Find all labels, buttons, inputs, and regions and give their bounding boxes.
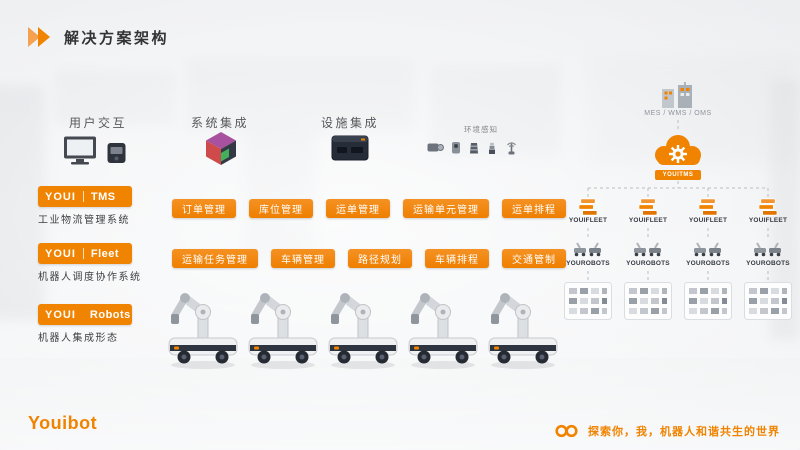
badge-youi-robots: YOUI Robots (38, 304, 132, 325)
feature-pill: 运输单元管理 (403, 199, 489, 218)
robot-parts-tray (564, 282, 612, 320)
subtitle-robots: 机器人集成形态 (38, 333, 119, 344)
title-double-chevron-icon (28, 27, 50, 47)
user-interaction-icons (62, 136, 126, 165)
youitms-label: YOUITMS (655, 170, 701, 180)
badge-divider (82, 248, 84, 259)
architecture-diagram: MES / WMS / OMS YOUITMS YOUIFLEET YOUROB… (562, 82, 794, 326)
column-header-environment-sensing: 环境感知 (464, 125, 498, 134)
mini-robots-icon (753, 240, 783, 258)
feature-pill: 库位管理 (249, 199, 313, 218)
badge-youi-tms: YOUI TMS (38, 186, 132, 207)
youifleet-label: YOUIFLEET (568, 217, 608, 224)
column-header-system-integration: 系统集成 (190, 116, 249, 130)
badge-youi-fleet: YOUI Fleet (38, 243, 132, 264)
robot-parts-tray (744, 282, 792, 320)
badge-brand: YOUI (45, 247, 76, 260)
mini-robots-icon (693, 240, 723, 258)
robot-image (405, 282, 481, 370)
footer-tagline-group: 探索你，我，机器人和谐共生的世界 (554, 423, 780, 439)
antenna-icon (507, 142, 516, 155)
fleet-stack-icon (577, 198, 599, 216)
environment-sensor-icons (427, 139, 519, 155)
youifleet-label: YOUIFLEET (628, 217, 668, 224)
camera-icon (427, 143, 444, 152)
fleet-stack-icon (757, 198, 779, 216)
facility-integration-dock-icon (331, 135, 369, 161)
subtitle-fleet: 机器人调度协作系统 (38, 272, 142, 283)
mini-robots-icon (633, 240, 663, 258)
feature-pill: 交通管制 (502, 249, 566, 268)
subtitle-tms: 工业物流管理系统 (38, 215, 130, 226)
page-title: 解决方案架构 (64, 30, 170, 47)
infinity-icon (555, 424, 578, 438)
feature-pill: 车辆管理 (271, 249, 335, 268)
robot-parts-tray (684, 282, 732, 320)
footer-tagline: 探索你，我，机器人和谐共生的世界 (588, 426, 780, 438)
monitor-icon (64, 136, 96, 165)
feature-pill: 运输任务管理 (172, 249, 258, 268)
mes-wms-oms-label: MES / WMS / OMS (644, 110, 712, 117)
badge-product: Fleet (90, 247, 120, 260)
feature-pill: 订单管理 (172, 199, 236, 218)
factory-icon (662, 82, 692, 108)
robot-image (245, 282, 321, 370)
feature-pill: 运单排程 (502, 199, 566, 218)
robot-parts-tray (624, 282, 672, 320)
feature-pill: 运单管理 (326, 199, 390, 218)
system-integration-cube-icon (206, 132, 236, 165)
lidar-icon (470, 143, 478, 154)
beacon-icon (489, 142, 495, 154)
fleet-stack-icon (697, 198, 719, 216)
column-header-facility-integration: 设施集成 (320, 116, 379, 130)
robot-image-row (165, 280, 561, 370)
column-header-user-interaction: 用户交互 (68, 116, 127, 130)
youifleet-label: YOUIFLEET (688, 217, 728, 224)
badge-product: TMS (90, 190, 116, 203)
youibot-logo: Youibot (28, 413, 98, 433)
handheld-scanner-icon (107, 143, 126, 163)
robot-image (325, 282, 401, 370)
tms-feature-row: 订单管理 库位管理 运单管理 运输单元管理 运单排程 (172, 199, 566, 218)
yourobots-label: YOUROBOTS (626, 260, 670, 267)
feature-pill: 路径规划 (348, 249, 412, 268)
robot-image (485, 282, 561, 370)
yourobots-label: YOUROBOTS (566, 260, 610, 267)
connector-lines (587, 120, 769, 280)
fleet-feature-row: 运输任务管理 车辆管理 路径规划 车辆排程 交通管制 (172, 249, 566, 268)
youifleet-label: YOUIFLEET (748, 217, 788, 224)
badge-brand: YOUI (45, 190, 76, 203)
fleet-stack-icon (637, 198, 659, 216)
robot-image (165, 282, 241, 370)
mini-robots-icon (573, 240, 603, 258)
feature-pill: 车辆排程 (425, 249, 489, 268)
yourobots-label: YOUROBOTS (746, 260, 790, 267)
badge-divider (82, 191, 84, 202)
badge-brand: YOUI (45, 308, 76, 321)
yourobots-label: YOUROBOTS (686, 260, 730, 267)
sensor-icon (452, 142, 460, 154)
badge-product: Robots (89, 308, 131, 321)
cloud-gear-icon (655, 135, 701, 165)
